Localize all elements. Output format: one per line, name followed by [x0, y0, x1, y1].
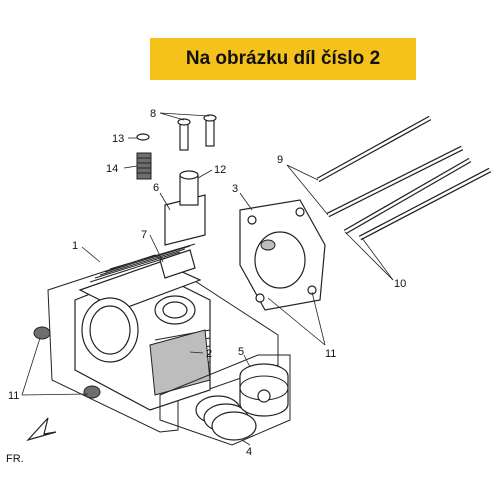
- label-part-7: 7: [141, 229, 147, 241]
- label-part-5: 5: [238, 346, 244, 358]
- label-part-2: 2: [206, 348, 212, 360]
- front-label: FR.: [6, 453, 24, 465]
- banner-text: Na obrázku díl číslo 2: [185, 48, 381, 69]
- label-part-14: 14: [106, 163, 118, 175]
- chain-tensioner[interactable]: [164, 170, 206, 246]
- label-part-4: 4: [246, 446, 252, 458]
- piston-frame: [159, 354, 291, 446]
- leader-lines: [21, 112, 394, 446]
- label-part-12: 12: [214, 164, 226, 176]
- head-gasket[interactable]: [239, 199, 326, 311]
- label-part-8: 8: [150, 108, 156, 120]
- piston-rings[interactable]: [195, 395, 257, 441]
- label-part-13: 13: [112, 133, 124, 145]
- label-part-11-right: 11: [325, 348, 336, 360]
- label-part-9: 9: [277, 154, 283, 166]
- cylinder-base-gasket[interactable]: [149, 329, 211, 396]
- o-ring-seal[interactable]: [136, 133, 150, 141]
- part-number-labels: 1 2 3 4 5 6 7 8 9 10 11 11 12 13 14: [8, 108, 406, 458]
- dowel-pins-left[interactable]: [33, 326, 101, 399]
- bolts[interactable]: [177, 114, 217, 151]
- cylinder-studs[interactable]: [316, 115, 492, 241]
- piston[interactable]: [239, 363, 289, 417]
- front-direction-arrow: FR.: [6, 417, 57, 465]
- label-part-11-left: 11: [8, 390, 19, 402]
- label-part-6: 6: [153, 182, 159, 194]
- tensioner-gasket[interactable]: [159, 249, 196, 279]
- label-part-10: 10: [394, 278, 406, 290]
- label-part-1: 1: [72, 240, 78, 252]
- part-number-banner: Na obrázku díl číslo 2: [150, 38, 416, 80]
- tensioner-spring[interactable]: [136, 152, 152, 180]
- label-part-3: 3: [232, 183, 238, 195]
